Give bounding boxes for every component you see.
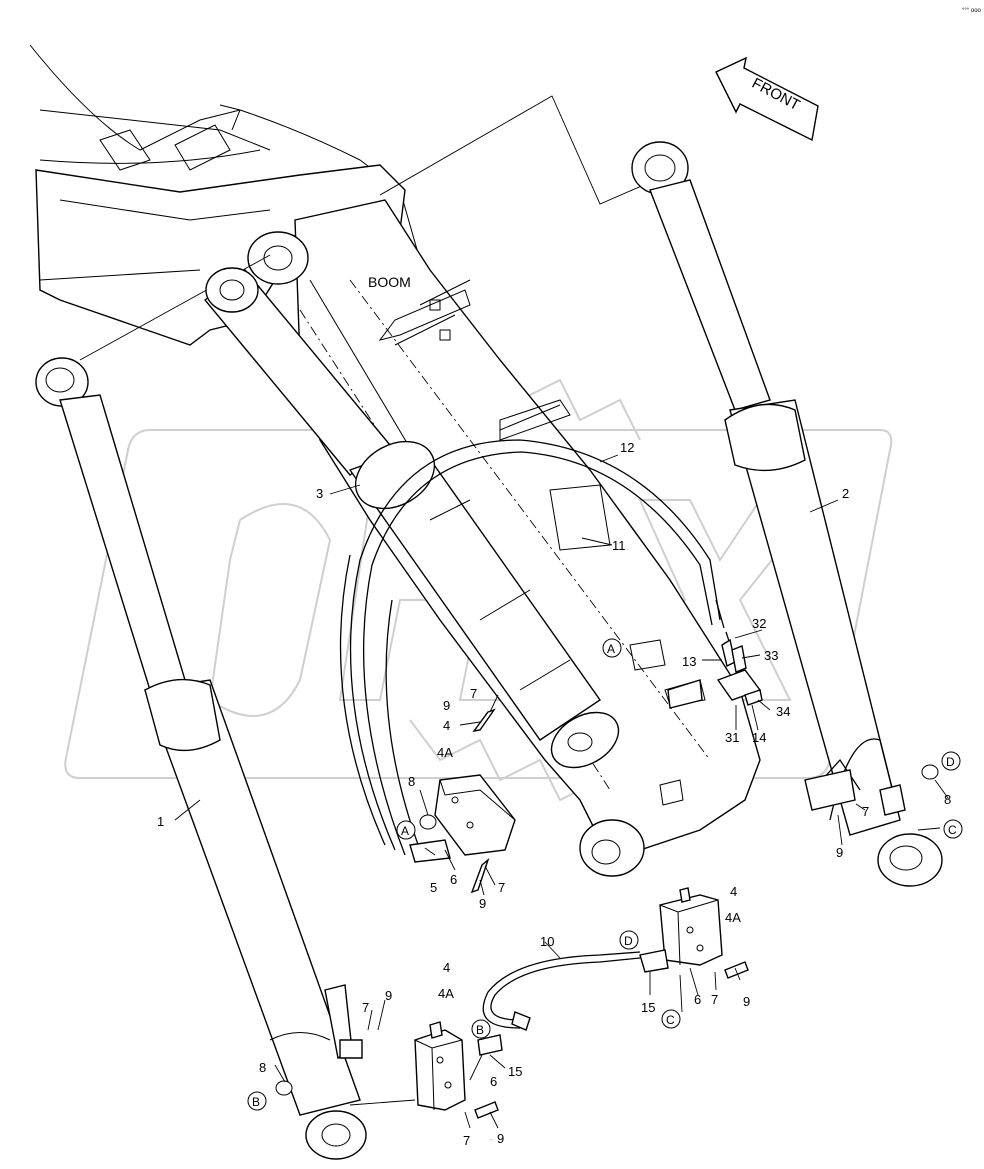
callout-numbers: 1 2 3 4 4A 9 7 8 5 6 7 9 12 11 32 33 13 … [157, 440, 951, 1148]
ref-D: D [624, 934, 633, 948]
callout-8: 8 [408, 774, 415, 789]
callout-4: 4 [730, 884, 737, 899]
callout-9: 9 [836, 845, 843, 860]
hose-10 [482, 951, 641, 1031]
ref-B: B [252, 1095, 260, 1109]
corner-mark: °°° ooo [962, 8, 982, 14]
boom: BOOM [29, 44, 761, 877]
boom-cylinder-2 [631, 141, 943, 887]
callout-11: 11 [612, 538, 626, 553]
callout-6: 6 [450, 872, 457, 887]
front-arrow: FRONT [715, 56, 819, 142]
callout-7: 7 [711, 992, 718, 1007]
callout-9: 9 [497, 1131, 504, 1146]
ref-B: B [476, 1023, 484, 1037]
callout-10: 10 [540, 934, 554, 949]
boom-cylinder-1 [35, 357, 367, 1160]
hoses-11-12 [339, 439, 735, 856]
callout-15: 15 [641, 1000, 655, 1015]
callout-34: 34 [776, 704, 790, 719]
arm-cylinder-3 [203, 267, 620, 769]
valve-4A-right [639, 887, 749, 979]
callout-9: 9 [743, 994, 750, 1009]
callout-3: 3 [316, 486, 323, 501]
callout-9: 9 [385, 988, 392, 1003]
callout-4A: 4A [725, 910, 741, 925]
callout-9: 9 [479, 896, 486, 911]
callout-4A: 4A [437, 745, 453, 760]
callout-4: 4 [443, 960, 450, 975]
connection-refs: A A B B C C D D [247, 638, 963, 1111]
callout-7: 7 [862, 804, 869, 819]
callout-1: 1 [157, 814, 164, 829]
watermark-text: OPEX [490, 1139, 493, 1141]
callout-14: 14 [752, 730, 766, 745]
ref-A: A [607, 642, 615, 656]
callout-6: 6 [694, 992, 701, 1007]
ref-C: C [666, 1013, 675, 1027]
valve-4A-lower [349, 1021, 503, 1119]
ref-A: A [401, 824, 409, 838]
callout-8: 8 [259, 1060, 266, 1075]
callout-15: 15 [508, 1064, 522, 1079]
callout-4A: 4A [438, 986, 454, 1001]
callout-12: 12 [620, 440, 634, 455]
callout-5: 5 [430, 880, 437, 895]
callout-7: 7 [463, 1133, 470, 1148]
callout-7: 7 [470, 686, 477, 701]
callout-8: 8 [944, 792, 951, 807]
ref-C: C [948, 823, 957, 837]
valve-4A-upper [409, 708, 516, 894]
boom-label: BOOM [368, 274, 411, 290]
ref-D: D [946, 755, 955, 769]
callout-13: 13 [682, 654, 696, 669]
callout-4: 4 [443, 718, 450, 733]
callout-31: 31 [725, 730, 739, 745]
callout-7: 7 [498, 880, 505, 895]
fittings-31-34 [667, 638, 763, 709]
callout-9: 9 [443, 698, 450, 713]
callout-6: 6 [490, 1074, 497, 1089]
callout-33: 33 [764, 648, 778, 663]
callout-32: 32 [752, 616, 766, 631]
callout-2: 2 [842, 486, 849, 501]
callout-7: 7 [362, 1000, 369, 1015]
leader-lines [174, 454, 949, 1129]
